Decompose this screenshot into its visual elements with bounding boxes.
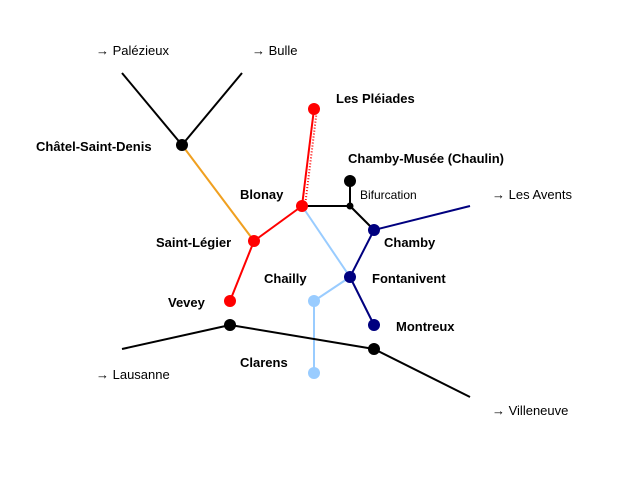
station-dot-bifurcation xyxy=(346,202,354,210)
station-dot-fontanivent xyxy=(344,271,356,283)
station-dot-chatel xyxy=(176,139,188,151)
label-chamby-musee: Chamby-Musée (Chaulin) xyxy=(348,151,504,166)
label-clarens: Clarens xyxy=(240,355,288,370)
label-chailly: Chailly xyxy=(264,271,307,286)
line-fontanivent-montreux xyxy=(349,276,375,326)
label-les-pleiades: Les Pléiades xyxy=(336,91,415,106)
lines xyxy=(121,72,471,398)
line-palezieux xyxy=(121,72,183,146)
line-blonay-fontanivent xyxy=(301,205,351,278)
line-blonay-pleiades-dotted xyxy=(304,108,318,207)
label-saint-legier: Saint-Légier xyxy=(156,235,231,250)
label-bifurcation: Bifurcation xyxy=(360,188,417,202)
line-saint-legier-blonay xyxy=(253,205,303,242)
stations xyxy=(176,103,380,379)
line-chamby-fontanivent xyxy=(349,229,375,278)
line-vevey-saint-legier xyxy=(229,240,255,302)
line-chatel-saint-legier xyxy=(181,144,255,242)
label-montreux: Montreux xyxy=(396,319,455,334)
station-dot-chamby xyxy=(368,224,380,236)
label-fontanivent: Fontanivent xyxy=(372,271,446,286)
station-dot-clarens xyxy=(308,367,320,379)
station-dot-blonay xyxy=(296,200,308,212)
line-fontanivent-chailly xyxy=(313,276,351,302)
station-dot-pleiades xyxy=(308,103,320,115)
station-dot-vevey-upper xyxy=(224,295,236,307)
station-dot-montreux-upper xyxy=(368,319,380,331)
station-dot-vevey xyxy=(224,319,236,331)
station-dot-saint-legier xyxy=(248,235,260,247)
labels: → Palézieux → Bulle Les Pléiades Châtel-… xyxy=(36,43,572,418)
line-montreux-villeneuve xyxy=(373,348,471,398)
station-dot-montreux xyxy=(368,343,380,355)
label-vevey: Vevey xyxy=(168,295,206,310)
station-dot-chamby-musee xyxy=(344,175,356,187)
line-blonay-pleiades xyxy=(301,108,315,207)
label-lausanne: → Lausanne xyxy=(96,367,170,382)
label-villeneuve: → Villeneuve xyxy=(492,403,568,418)
line-vevey-montreux xyxy=(229,324,375,350)
label-chamby: Chamby xyxy=(384,235,436,250)
label-palezieux: → Palézieux xyxy=(96,43,169,58)
label-chatel-saint-denis: Châtel-Saint-Denis xyxy=(36,139,152,154)
station-dot-chailly xyxy=(308,295,320,307)
label-les-avents: → Les Avents xyxy=(492,187,572,202)
line-chamby-les-avents xyxy=(373,205,471,231)
label-blonay: Blonay xyxy=(240,187,284,202)
line-bulle xyxy=(181,72,243,146)
line-lausanne-vevey xyxy=(121,324,231,350)
label-bulle: → Bulle xyxy=(252,43,298,58)
